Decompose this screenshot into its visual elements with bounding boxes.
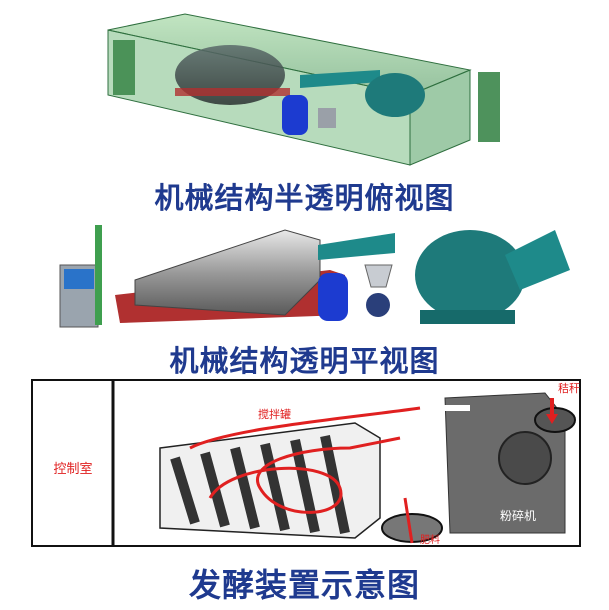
motor-shape [282, 95, 308, 135]
crusher-wheel [498, 431, 552, 485]
crusher-chute [505, 230, 570, 290]
pipe-shape [300, 70, 380, 88]
teal-crusher [415, 230, 525, 320]
caption-side-view: 机械结构透明平视图 [169, 344, 440, 378]
container-end-face [409, 69, 471, 166]
top-view-illustration [107, 13, 500, 166]
crusher-shape [365, 73, 425, 117]
label-straw: 秸秆 [558, 382, 580, 395]
straw-inlet [534, 407, 576, 433]
right-door [478, 72, 500, 142]
label-fertilizer: 肥料 [420, 533, 440, 546]
blue-motor [318, 273, 348, 321]
feed-hopper [364, 264, 393, 288]
feed-pump [366, 293, 390, 317]
transfer-arrowhead [422, 402, 433, 414]
label-control-room: 控制室 [53, 461, 92, 477]
mixer-drum [134, 229, 321, 316]
straw-arrowhead [546, 414, 558, 424]
label-mixing-tank: 搅拌罐 [258, 407, 291, 421]
flow-path [208, 436, 401, 514]
caption-schematic: 发酵装置示意图 [188, 566, 420, 604]
teal-pipe [318, 233, 395, 260]
top-flow [189, 406, 421, 450]
side-view-illustration [59, 225, 570, 328]
green-post [95, 225, 102, 325]
label-crusher: 粉碎机 [500, 508, 536, 523]
hopper-shape [318, 108, 336, 128]
schematic-border [31, 379, 581, 547]
left-door [113, 40, 135, 95]
schematic-illustration: 控制室 搅拌罐 秸秆 粉碎机 肥料 [31, 379, 581, 547]
terminal-screen [64, 269, 94, 289]
exit-arrow [403, 497, 414, 544]
caption-top-view: 机械结构半透明俯视图 [154, 181, 455, 215]
crusher-base [420, 310, 515, 324]
frame-bars [175, 88, 290, 96]
